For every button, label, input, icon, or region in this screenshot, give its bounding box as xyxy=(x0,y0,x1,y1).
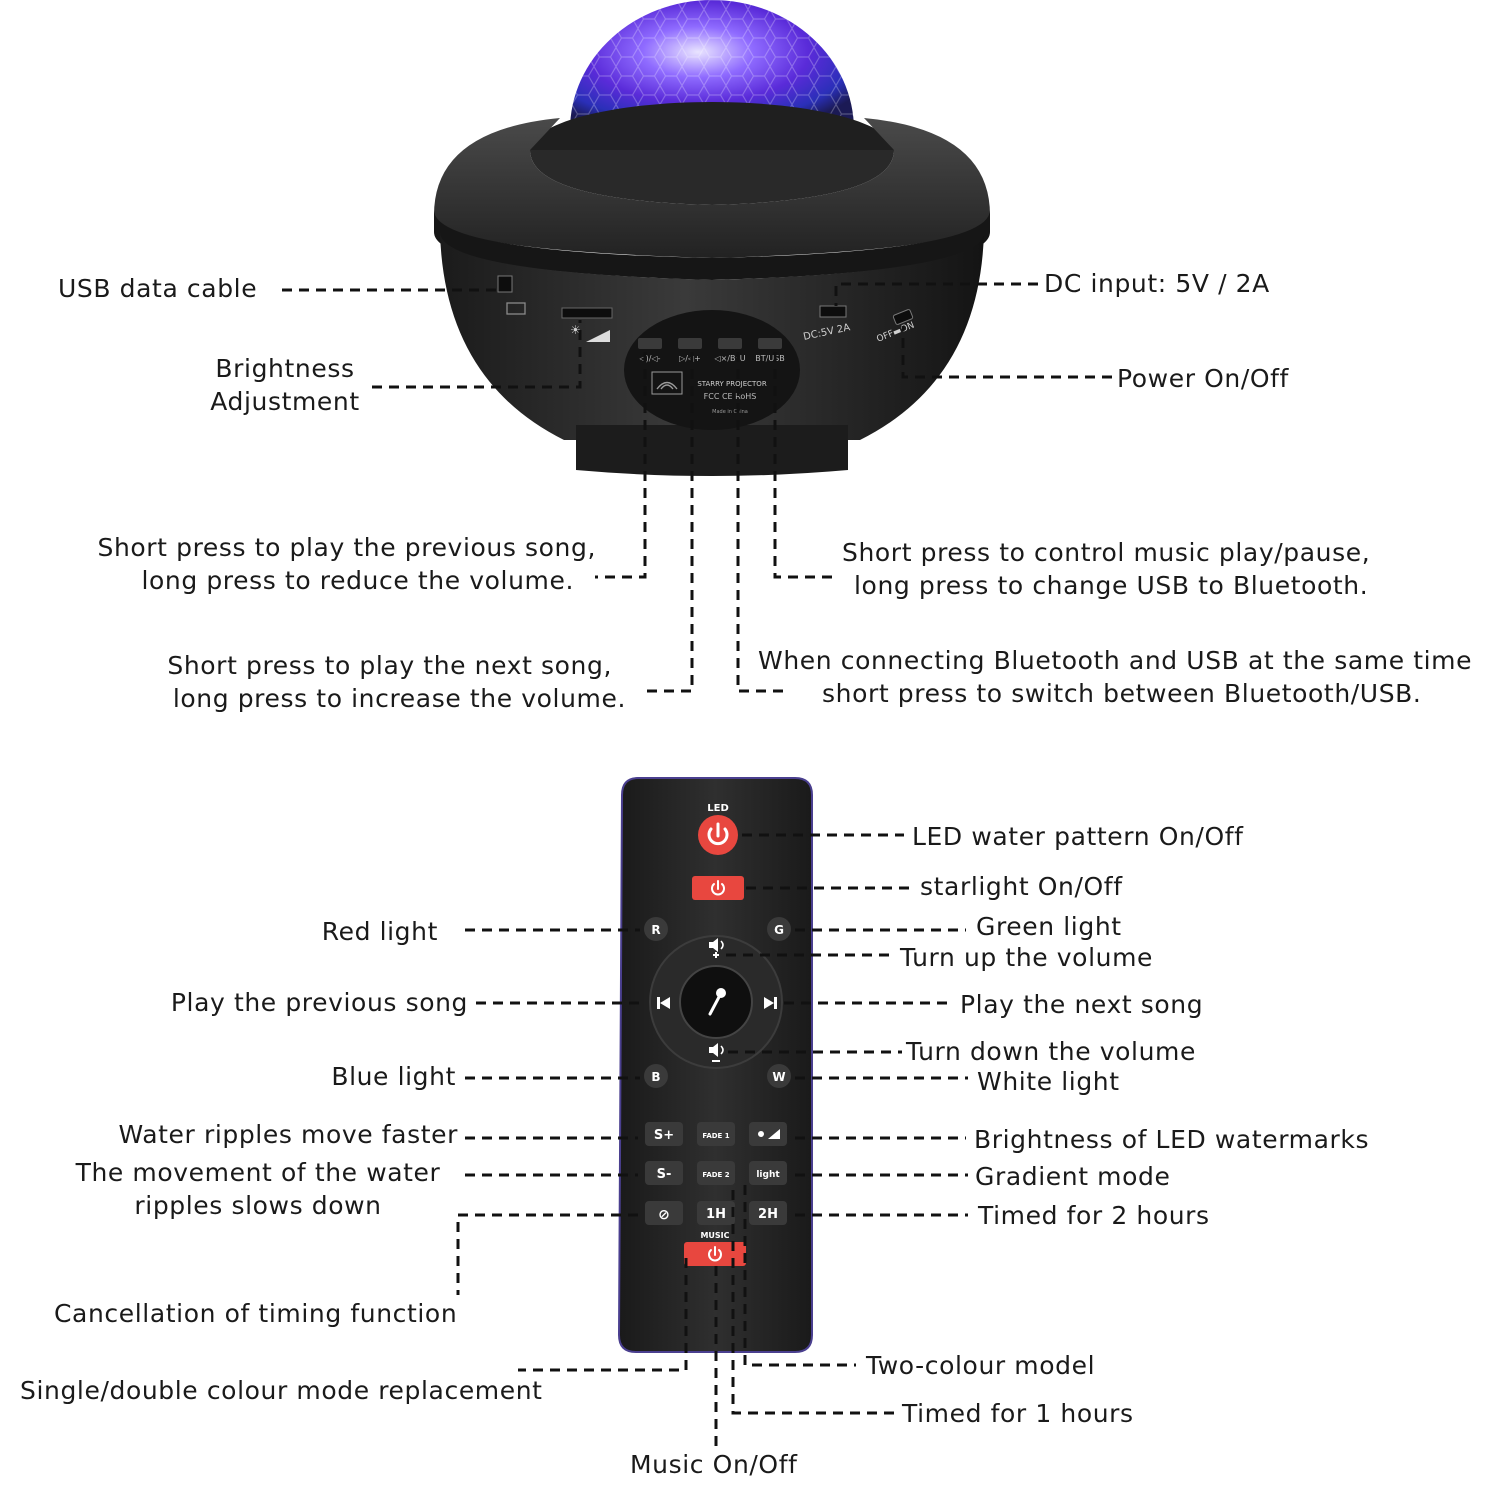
label-usb-data-cable: USB data cable xyxy=(58,274,258,303)
volume-down-icon[interactable] xyxy=(709,1043,724,1062)
label-switch-line2: short press to switch between Bluetooth/… xyxy=(822,679,1422,708)
speed-up-text: S+ xyxy=(654,1128,674,1143)
projector-next-button[interactable] xyxy=(678,338,702,349)
brightness-dial[interactable] xyxy=(561,307,613,319)
fade1-text: FADE 1 xyxy=(702,1132,729,1140)
label-switch-line1: When connecting Bluetooth and USB at the… xyxy=(758,646,1473,675)
timer-1h-button[interactable] xyxy=(697,1201,735,1225)
label-brightness-watermarks: Brightness of LED watermarks xyxy=(974,1125,1370,1154)
label-single-double-colour: Single/double colour mode replacement xyxy=(20,1376,543,1405)
music-label: MUSIC xyxy=(700,1231,729,1240)
microphone-icon xyxy=(708,988,726,1016)
label-power-onoff: Power On/Off xyxy=(1117,364,1289,393)
blue-button-text: B xyxy=(651,1070,660,1084)
green-light-button[interactable] xyxy=(767,917,791,941)
projector-cap xyxy=(434,118,990,258)
light-button[interactable] xyxy=(749,1161,787,1185)
label-next-song: Play the next song xyxy=(960,990,1204,1019)
label-prev-song-line2: long press to reduce the volume. xyxy=(141,566,574,595)
previous-track-icon[interactable] xyxy=(657,997,670,1009)
sun-icon: ☀ xyxy=(570,323,581,337)
label-previous-song: Play the previous song xyxy=(170,988,468,1017)
brightness-icon xyxy=(758,1129,780,1139)
label-two-colour: Two-colour model xyxy=(866,1351,1096,1380)
star-projector: ◁)/◁- ▷/◁+ ◁×/B⁺U BT/USB STARRY PROJECTO… xyxy=(434,0,990,476)
power-switch[interactable] xyxy=(892,309,914,325)
red-button-text: R xyxy=(651,923,660,937)
green-button-text: G xyxy=(774,923,784,937)
music-power-icon xyxy=(708,1246,722,1262)
label-starlight: starlight On/Off xyxy=(920,872,1123,901)
label-blue-light: Blue light xyxy=(331,1062,456,1091)
button-label-next: ▷/◁+ xyxy=(679,354,701,363)
starlight-power-icon xyxy=(711,880,725,896)
power-icon xyxy=(707,822,729,846)
cancel-timer-button[interactable] xyxy=(645,1201,683,1225)
label-ripples-slower-line1: The movement of the water xyxy=(75,1158,441,1187)
dc-port[interactable] xyxy=(819,305,847,318)
label-red-light: Red light xyxy=(321,917,438,946)
timer-2h-text: 2H xyxy=(758,1207,778,1222)
label-green-light: Green light xyxy=(976,912,1122,941)
label-brightness-line2: Adjustment xyxy=(210,387,360,416)
white-light-button[interactable] xyxy=(767,1064,791,1088)
label-gradient-mode: Gradient mode xyxy=(975,1162,1171,1191)
fade1-button[interactable] xyxy=(697,1122,735,1146)
speed-down-text: S- xyxy=(657,1167,672,1182)
label-playpause-line2: long press to change USB to Bluetooth. xyxy=(854,571,1369,600)
label-timed-1h: Timed for 1 hours xyxy=(902,1399,1134,1428)
brand-label: STARRY PROJECTOR xyxy=(697,380,767,388)
brightness-ramp-icon xyxy=(586,330,610,342)
projector-prev-button[interactable] xyxy=(638,338,662,349)
speed-up-button[interactable] xyxy=(645,1122,683,1146)
white-button-text: W xyxy=(772,1070,785,1084)
label-cancel-timing: Cancellation of timing function xyxy=(54,1299,458,1328)
label-volume-up: Turn up the volume xyxy=(900,943,1153,972)
label-ripples-slower-line2: ripples slows down xyxy=(134,1191,382,1220)
timer-1h-text: 1H xyxy=(706,1207,726,1222)
made-in-label: Made in China xyxy=(712,409,748,415)
brightness-button[interactable] xyxy=(749,1122,787,1146)
remote-control: LED R G xyxy=(617,777,813,1353)
fade2-text: FADE 2 xyxy=(702,1171,729,1179)
remote-leader-lines xyxy=(456,833,968,1448)
button-label-btusb: BT/USB xyxy=(755,354,785,363)
usb-symbol-icon xyxy=(506,302,526,315)
usb-port[interactable] xyxy=(497,275,513,293)
cancel-timer-icon: ⊘ xyxy=(658,1207,670,1223)
speed-down-button[interactable] xyxy=(645,1161,683,1185)
projector-leader-lines xyxy=(282,282,1112,693)
label-next-song-line1: Short press to play the next song, xyxy=(167,651,612,680)
label-music-onoff: Music On/Off xyxy=(630,1450,798,1479)
label-brightness-line1: Brightness xyxy=(215,354,355,383)
projector-base xyxy=(576,425,848,476)
control-panel xyxy=(624,310,800,430)
label-prev-song-line1: Short press to play the previous song, xyxy=(97,533,596,562)
led-label: LED xyxy=(707,803,729,814)
label-volume-down: Turn down the volume xyxy=(906,1037,1196,1066)
button-label-prev: ◁)/◁- xyxy=(638,354,660,363)
volume-up-icon[interactable] xyxy=(709,938,724,958)
label-white-light: White light xyxy=(977,1067,1120,1096)
label-led-water-pattern: LED water pattern On/Off xyxy=(912,822,1244,851)
label-dc-input: DC input: 5V / 2A xyxy=(1044,269,1270,298)
light-text: light xyxy=(756,1170,780,1180)
blue-light-button[interactable] xyxy=(644,1064,668,1088)
button-label-switch: ◁×/B⁺U xyxy=(713,354,745,363)
label-next-song-line2: long press to increase the volume. xyxy=(172,684,626,713)
wireless-icon xyxy=(651,371,683,395)
label-playpause-line1: Short press to control music play/pause, xyxy=(842,538,1371,567)
label-ripples-faster: Water ripples move faster xyxy=(118,1120,458,1149)
next-track-icon[interactable] xyxy=(764,997,777,1009)
certification-marks: FCC CE RoHS xyxy=(704,392,757,401)
red-light-button[interactable] xyxy=(644,917,668,941)
projector-playpause-button[interactable] xyxy=(758,338,782,349)
fade2-button[interactable] xyxy=(697,1161,735,1185)
label-timed-2h: Timed for 2 hours xyxy=(978,1201,1210,1230)
projector-switch-button[interactable] xyxy=(718,338,742,349)
timer-2h-button[interactable] xyxy=(749,1201,787,1225)
